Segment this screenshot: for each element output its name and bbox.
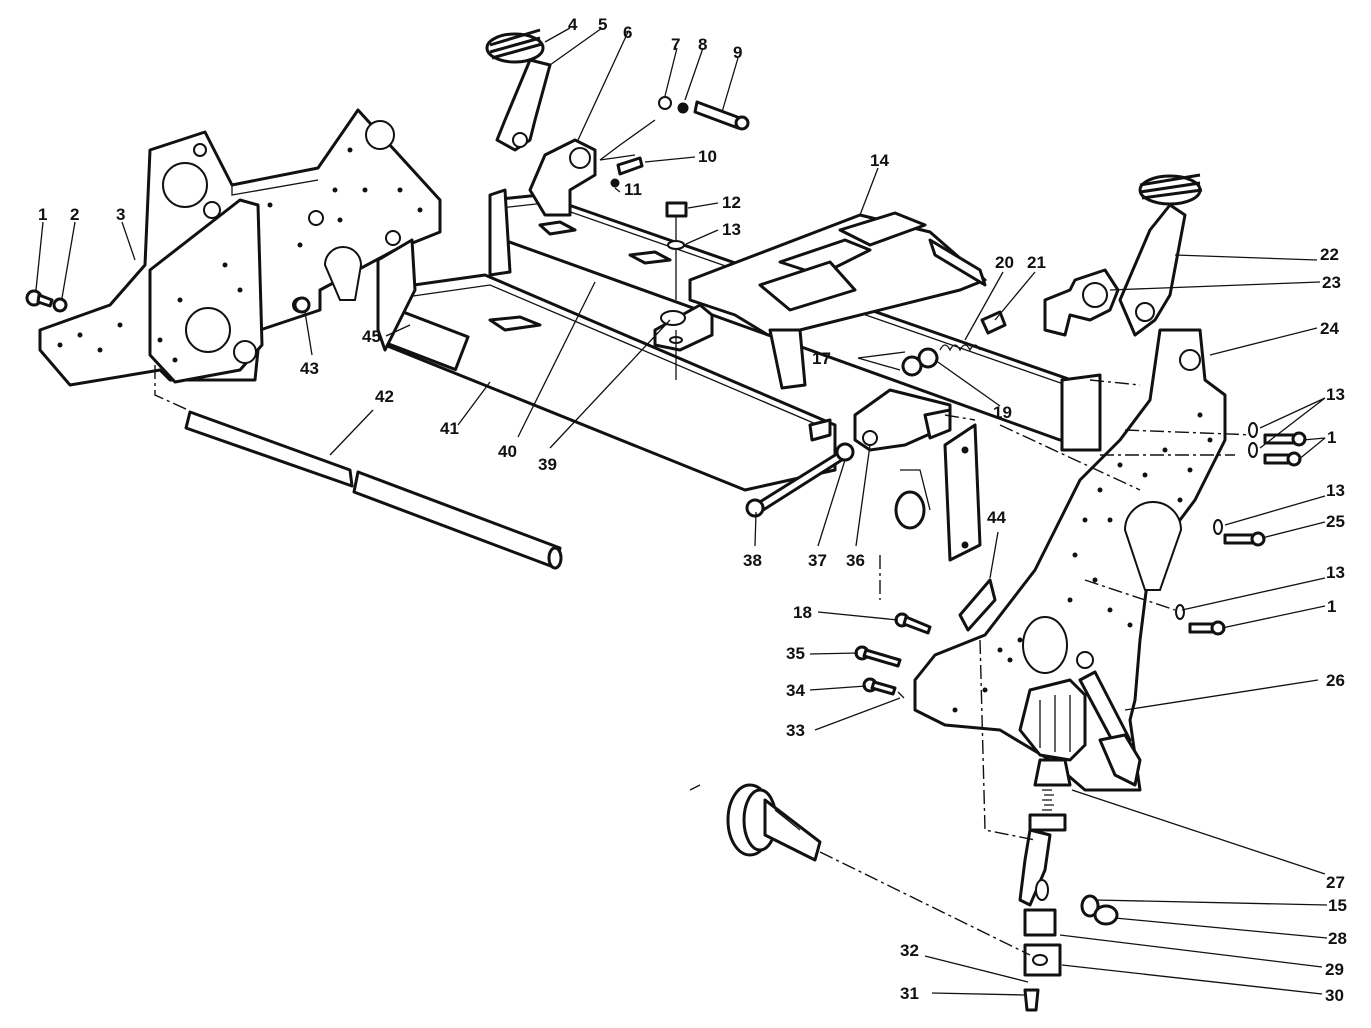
- bushings: [901, 347, 939, 377]
- callout-43: 43: [300, 359, 319, 378]
- callout-15: 15: [1328, 896, 1347, 915]
- callout-11: 11: [624, 180, 642, 199]
- pivot-rod: [154, 365, 563, 570]
- callout-17: 17: [812, 349, 831, 368]
- left-pedal-assembly: [485, 28, 750, 217]
- callout-5: 5: [598, 15, 607, 34]
- callout-37: 37: [808, 551, 827, 570]
- callout-28: 28: [1328, 929, 1347, 948]
- callout-27: 27: [1326, 873, 1345, 892]
- callout-36: 36: [846, 551, 865, 570]
- steering-column: [1018, 670, 1142, 787]
- callout-9: 9: [733, 43, 742, 62]
- steering-gear: [689, 783, 822, 862]
- right-hardware: [1175, 422, 1307, 636]
- callout-25: 25: [1326, 512, 1345, 531]
- leader-lines: [35, 27, 1328, 996]
- callout-21: 21: [1027, 253, 1046, 272]
- pivot-bracket: [853, 388, 952, 530]
- lower-shaft-assembly: [1018, 789, 1119, 1012]
- callout-8: 8: [698, 35, 707, 54]
- callout-29: 29: [1325, 960, 1344, 979]
- left-side-plate: [38, 108, 442, 387]
- left-hardware: [25, 289, 311, 314]
- callout-30: 30: [1325, 986, 1344, 1005]
- alignment-lines: [819, 379, 1256, 956]
- lower-frame-tube: [376, 238, 837, 492]
- callout-13: 13: [1326, 563, 1345, 582]
- callout-33: 33: [786, 721, 805, 740]
- callout-7: 7: [671, 35, 680, 54]
- seat-mount-plate: [688, 211, 987, 390]
- callout-3: 3: [116, 205, 125, 224]
- callout-13: 13: [1326, 481, 1345, 500]
- callout-18: 18: [793, 603, 812, 622]
- callout-6: 6: [623, 23, 632, 42]
- callout-45: 45: [362, 327, 381, 346]
- callout-2: 2: [70, 205, 79, 224]
- callout-20: 20: [995, 253, 1014, 272]
- callout-23: 23: [1322, 273, 1341, 292]
- callout-42: 42: [375, 387, 394, 406]
- callout-41: 41: [440, 419, 459, 438]
- callout-39: 39: [538, 455, 557, 474]
- callout-12: 12: [722, 193, 741, 212]
- callout-10: 10: [698, 147, 717, 166]
- callout-4: 4: [568, 15, 578, 34]
- callout-38: 38: [743, 551, 762, 570]
- callout-14: 14: [870, 151, 889, 170]
- callout-22: 22: [1320, 245, 1339, 264]
- return-spring: [939, 310, 1007, 352]
- callout-26: 26: [1326, 671, 1345, 690]
- callout-24: 24: [1320, 319, 1339, 338]
- callout-13: 13: [722, 220, 741, 239]
- long-bolt: [745, 442, 855, 518]
- center-bolt: [665, 201, 688, 380]
- right-pedal-assembly: [1043, 173, 1203, 337]
- callout-40: 40: [498, 442, 517, 461]
- callout-labels: 1 2 3 4 5 6 7 8 9 10 11 12 13 14 20 21 2…: [38, 15, 1347, 1005]
- callout-32: 32: [900, 941, 919, 960]
- callout-44: 44: [987, 508, 1006, 527]
- callout-13: 13: [1326, 385, 1345, 404]
- callout-19: 19: [993, 403, 1012, 422]
- callout-1: 1: [38, 205, 47, 224]
- callout-1: 1: [1327, 428, 1336, 447]
- side-bracket: [943, 423, 997, 632]
- callout-1: 1: [1327, 597, 1336, 616]
- callout-31: 31: [900, 984, 919, 1003]
- callout-34: 34: [786, 681, 805, 700]
- right-side-plate: [913, 328, 1227, 792]
- callout-35: 35: [786, 644, 805, 663]
